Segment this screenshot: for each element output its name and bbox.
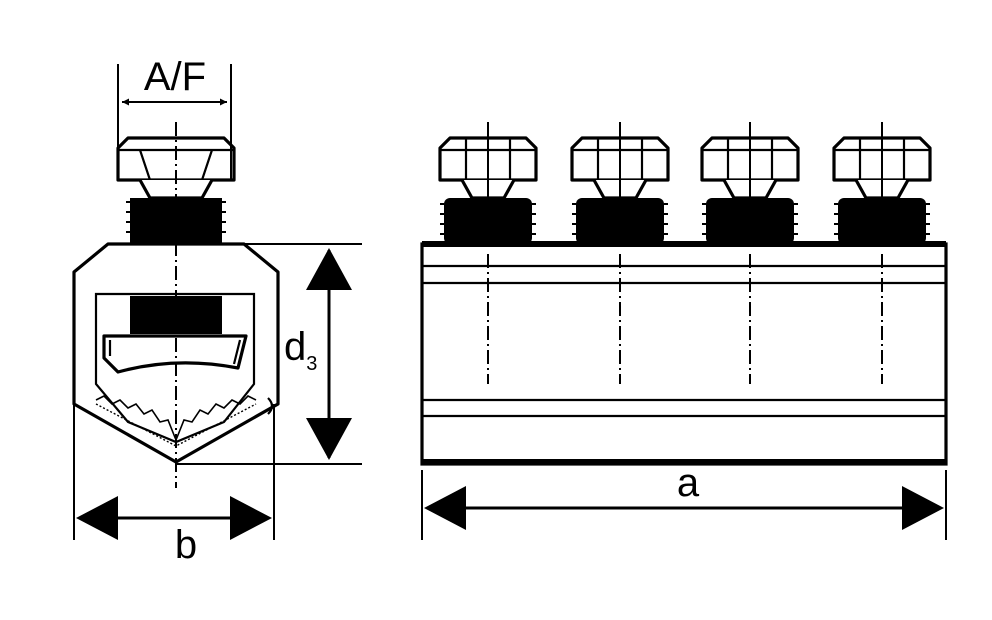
svg-text:d3: d3: [284, 325, 317, 375]
side-view-bolt-1: [438, 122, 538, 384]
side-view-body: [420, 242, 948, 466]
side-view-bolt-3: [700, 122, 800, 384]
b-label: b: [175, 523, 197, 567]
d3-dimension: d3: [176, 243, 362, 465]
a-dimension: a: [421, 461, 947, 540]
side-view-bolt-2: [570, 122, 670, 384]
af-label: A/F: [144, 55, 206, 99]
side-view-bolt-4: [832, 122, 932, 384]
side-view: [420, 122, 948, 466]
af-dimension: A/F: [117, 55, 232, 180]
end-view: [72, 122, 280, 488]
a-label: a: [677, 461, 700, 505]
d3-subscript: 3: [306, 353, 317, 375]
b-dimension: b: [73, 404, 275, 567]
d3-label: d: [284, 325, 306, 369]
